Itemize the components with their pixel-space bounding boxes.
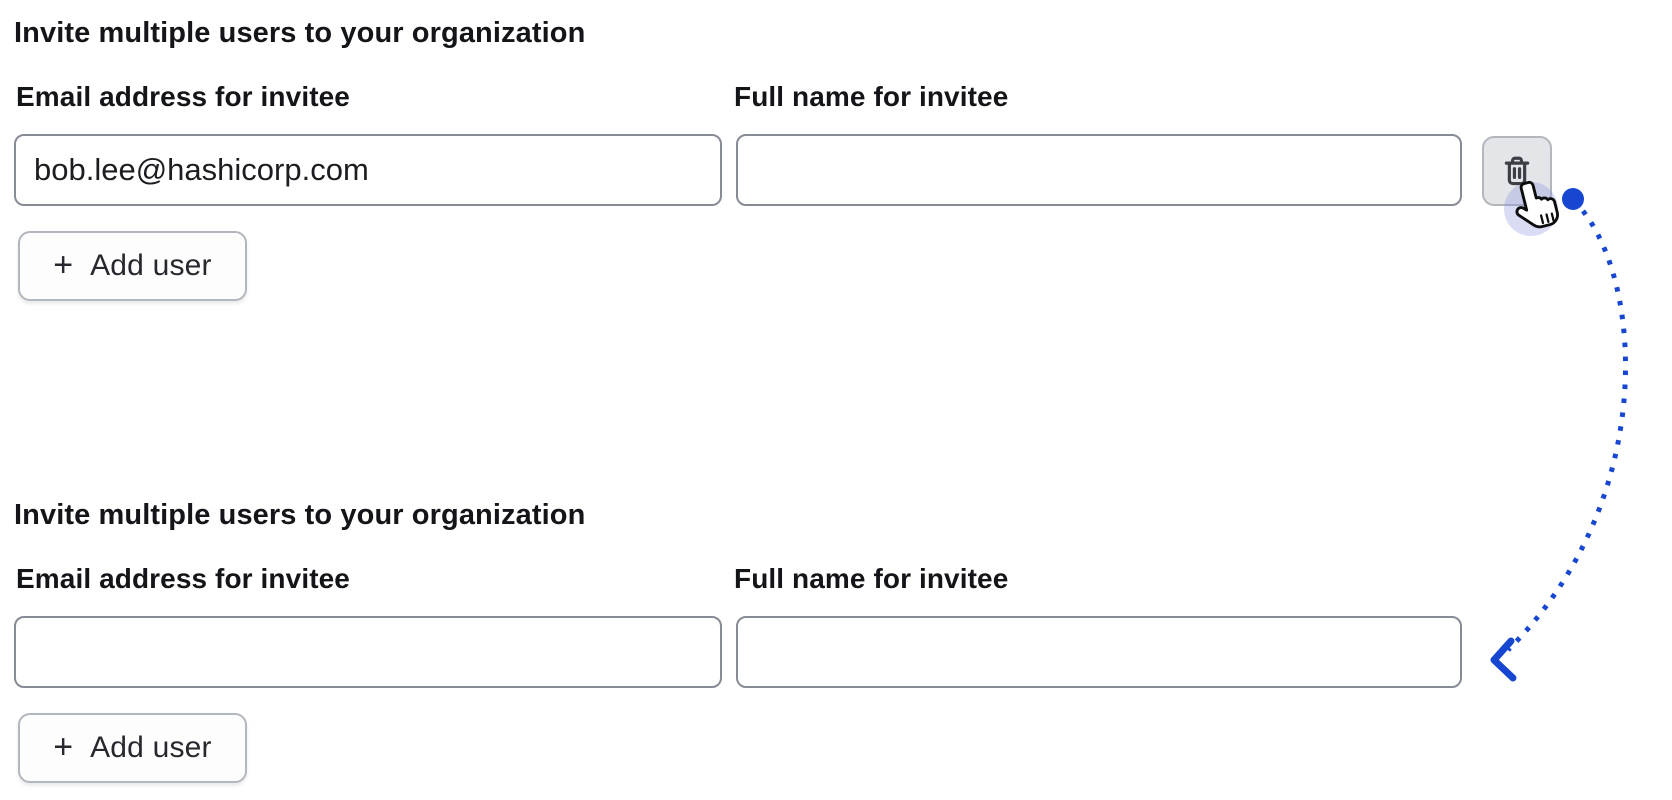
fullname-label: Full name for invitee [734,563,1009,594]
add-user-label: Add user [90,731,212,764]
plus-icon: + [53,245,74,284]
form-legend: Invite multiple users to your organizati… [14,499,586,531]
add-user-label: Add user [90,249,212,282]
add-user-button[interactable]: + Add user [18,713,247,783]
plus-icon: + [53,727,74,766]
email-label: Email address for invitee [16,563,350,594]
add-user-button[interactable]: + Add user [18,231,247,301]
fullname-input[interactable] [736,134,1462,206]
invite-form-before: Invite multiple users to your organizati… [0,0,1672,340]
trash-icon [1504,156,1530,186]
email-input[interactable] [14,616,722,688]
email-label: Email address for invitee [16,81,350,112]
invite-form-after: Invite multiple users to your organizati… [0,482,1672,800]
delete-row-button[interactable] [1482,136,1552,206]
fullname-input[interactable] [736,616,1462,688]
fullname-label: Full name for invitee [734,81,1009,112]
form-legend: Invite multiple users to your organizati… [14,17,586,49]
email-input[interactable] [14,134,722,206]
